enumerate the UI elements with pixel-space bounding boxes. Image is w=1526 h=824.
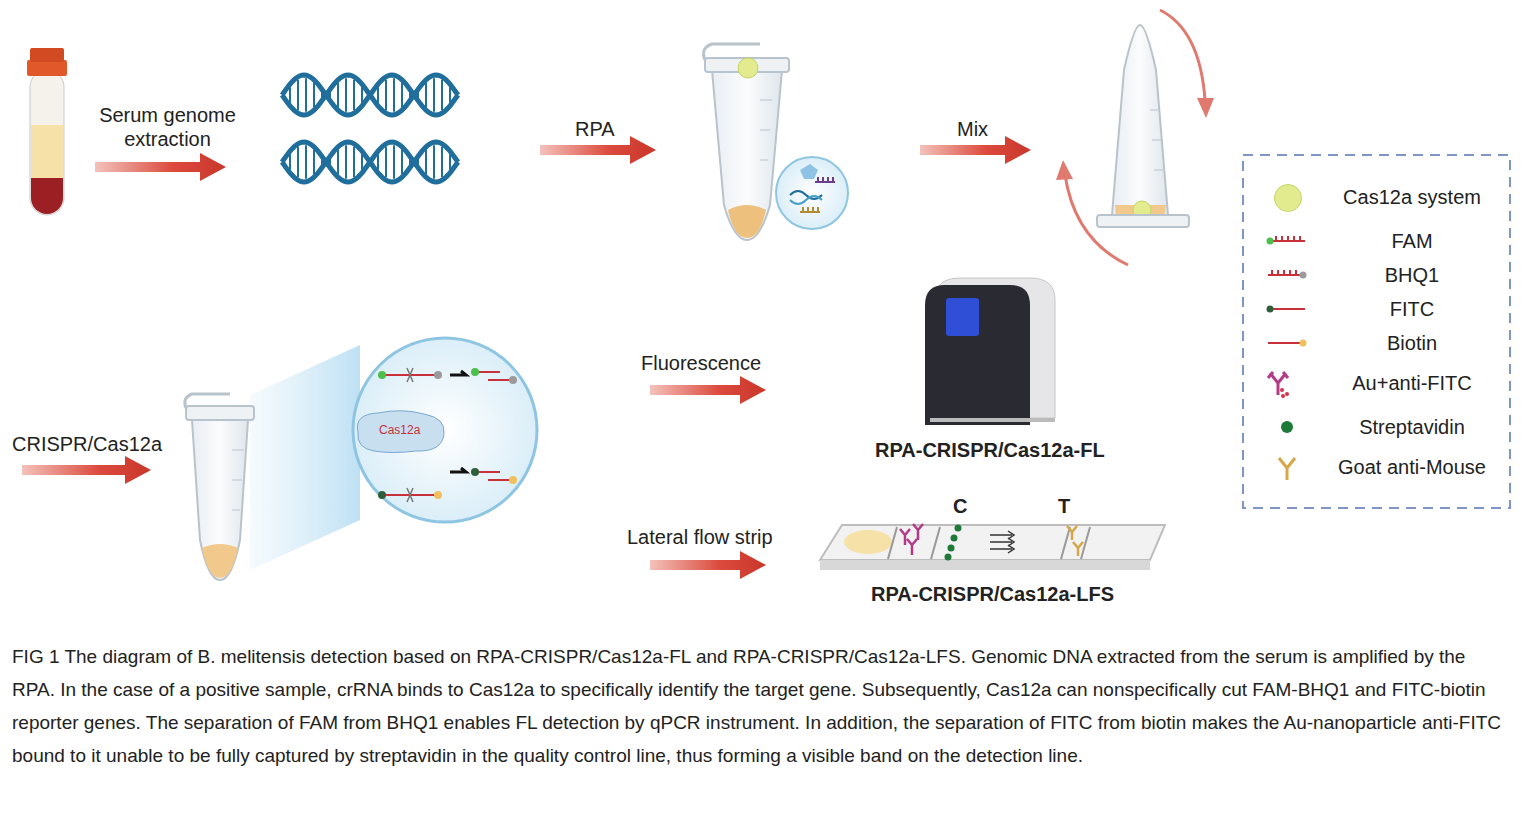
rpa-tube xyxy=(704,44,848,240)
flow-arrows xyxy=(22,136,1031,579)
method-title: RPA-CRISPR/Cas12a-LFS xyxy=(871,582,1114,606)
flow-label: RPA xyxy=(575,117,615,141)
figure-caption: FIG 1 The diagram of B. melitensis detec… xyxy=(12,640,1512,772)
legend-text: Au+anti-FITC xyxy=(1322,371,1502,395)
line-letter: C xyxy=(953,494,967,518)
legend-text: Goat anti-Mouse xyxy=(1322,455,1502,479)
flow-label: Serum genome extraction xyxy=(90,103,245,151)
legend-swatch xyxy=(1281,421,1293,433)
legend-text: Biotin xyxy=(1322,331,1502,355)
protein-node: Cas12a xyxy=(352,410,448,454)
legend-text: FAM xyxy=(1322,229,1502,253)
flow-label: Mix xyxy=(957,117,988,141)
flow-label: Fluorescence xyxy=(641,351,761,375)
blood-tube xyxy=(27,48,67,215)
legend-text: BHQ1 xyxy=(1322,263,1502,287)
lateral-flow-strip xyxy=(820,524,1165,570)
legend-text: FITC xyxy=(1322,297,1502,321)
dna-helix xyxy=(282,75,458,182)
mix-tube xyxy=(1056,10,1214,265)
protein-label: Cas12a xyxy=(379,422,420,438)
flow-label: CRISPR/Cas12a xyxy=(12,432,162,456)
legend-samples xyxy=(1267,236,1307,480)
legend-swatch xyxy=(1274,184,1302,212)
method-title: RPA-CRISPR/Cas12a-FL xyxy=(875,438,1105,462)
legend-text: Streptavidin xyxy=(1322,415,1502,439)
legend-frame xyxy=(1243,155,1510,508)
legend-text: Cas12a system xyxy=(1322,185,1502,209)
line-letter: T xyxy=(1058,494,1070,518)
flow-label: Lateral flow strip xyxy=(627,525,773,549)
crispr-tube xyxy=(185,338,537,580)
qpcr-instrument xyxy=(925,278,1055,425)
instrument-node: RPA-CRISPR/Cas12a-FL xyxy=(860,270,1120,466)
strip-node: C T RPA-CRISPR/Cas12a-LFS xyxy=(815,494,1170,610)
